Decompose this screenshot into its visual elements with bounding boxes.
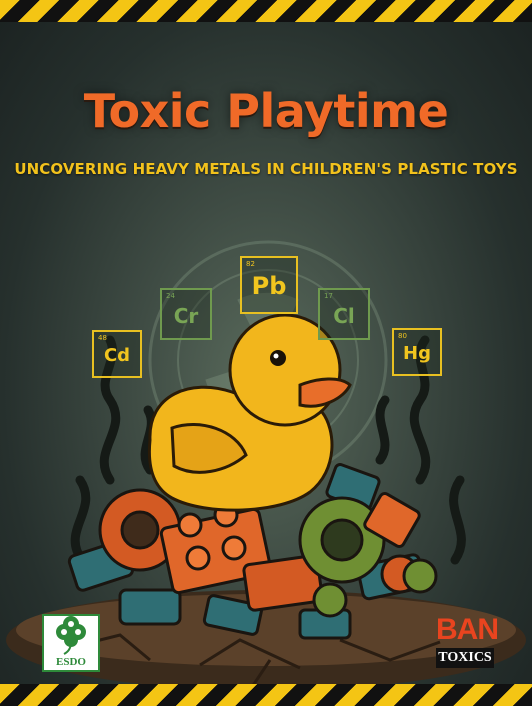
toxics-logo-text: TOXICS bbox=[436, 648, 494, 668]
element-tile-cd: 48 Cd bbox=[92, 330, 142, 378]
smoke-wisp-icon bbox=[70, 335, 466, 565]
rubber-duck-icon bbox=[147, 313, 352, 512]
element-tile-pb: 82 Pb bbox=[240, 256, 298, 314]
esdo-logo-text: ESDO bbox=[56, 656, 86, 668]
esdo-logo: ESDO bbox=[42, 614, 100, 672]
ban-logo-text: BAN bbox=[436, 613, 499, 646]
cover-title: Toxic Playtime bbox=[83, 84, 449, 138]
toy-pile bbox=[67, 463, 438, 640]
element-number: 82 bbox=[246, 260, 255, 268]
cover-subtitle: UNCOVERING HEAVY METALS IN CHILDREN'S PL… bbox=[14, 160, 518, 178]
element-number: 48 bbox=[98, 334, 107, 342]
clover-icon bbox=[56, 616, 86, 655]
element-number: 17 bbox=[324, 292, 333, 300]
ban-toxics-logo: BAN TOXICS bbox=[436, 613, 499, 674]
element-symbol: Pb bbox=[251, 272, 287, 300]
element-symbol: Cd bbox=[103, 345, 131, 366]
hazard-stripe-bottom bbox=[0, 684, 532, 706]
element-symbol: Hg bbox=[403, 343, 431, 364]
element-number: 80 bbox=[398, 332, 407, 340]
element-tile-cl: 17 Cl bbox=[318, 288, 370, 340]
element-number: 24 bbox=[166, 292, 175, 300]
element-tile-hg: 80 Hg bbox=[392, 328, 442, 376]
element-symbol: Cr bbox=[173, 304, 199, 328]
hazard-stripe-top bbox=[0, 0, 532, 22]
element-tile-cr: 24 Cr bbox=[160, 288, 212, 340]
element-symbol: Cl bbox=[333, 304, 355, 328]
